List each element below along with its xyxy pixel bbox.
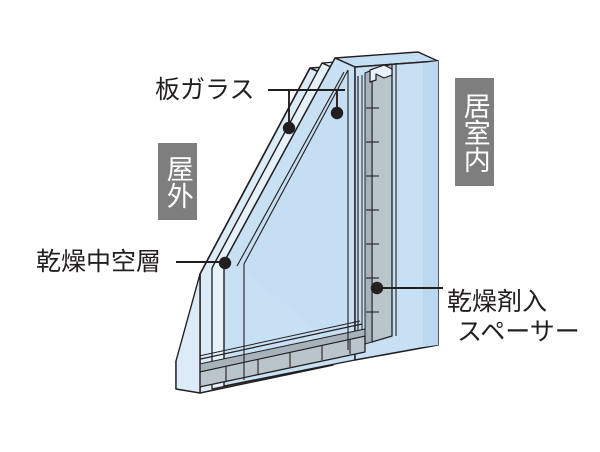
dot-dry-air-layer <box>218 256 232 270</box>
label-desiccant-spacer: 乾燥剤入 スペーサー <box>447 288 580 347</box>
glass-assembly <box>175 51 439 394</box>
vertical-spacer-inner <box>364 69 373 345</box>
cut-edge-lines <box>199 57 345 275</box>
spacer-corner-step <box>369 64 393 83</box>
tag-indoor-text: 居室内 <box>459 91 490 173</box>
label-desiccant-spacer-line2: スペーサー <box>457 317 580 346</box>
tag-indoor: 居室内 <box>455 78 494 186</box>
label-pane-glass: 板ガラス <box>155 76 255 104</box>
bottom-spacer-bar <box>189 320 366 390</box>
dot-pane-glass-outer <box>282 121 296 135</box>
bottom-rail-upper2 <box>198 320 361 357</box>
base-cut-block <box>175 273 201 394</box>
base-cut-face <box>175 273 201 394</box>
interior-pane-shading <box>237 72 344 352</box>
tag-outdoor-text: 屋外 <box>162 154 193 209</box>
bottom-rail-upper <box>195 323 363 361</box>
dot-desiccant-spacer <box>370 281 384 295</box>
vertical-spacer-face <box>371 63 393 343</box>
callout-leaders <box>176 89 443 289</box>
tag-outdoor: 屋外 <box>158 143 197 220</box>
dot-pane-glass-inner <box>330 106 344 120</box>
cavity-frame-outline <box>243 69 349 380</box>
label-dry-air-layer: 乾燥中空層 <box>36 248 162 276</box>
top-corner-spacer-detail <box>369 64 393 83</box>
vertical-spacer-ticks <box>366 107 379 313</box>
label-desiccant-spacer-line1: 乾燥剤入 <box>447 288 548 316</box>
bottom-spacer-ticks <box>225 340 351 381</box>
callout-dots <box>218 106 384 295</box>
indoor-face-bevel <box>423 61 438 347</box>
